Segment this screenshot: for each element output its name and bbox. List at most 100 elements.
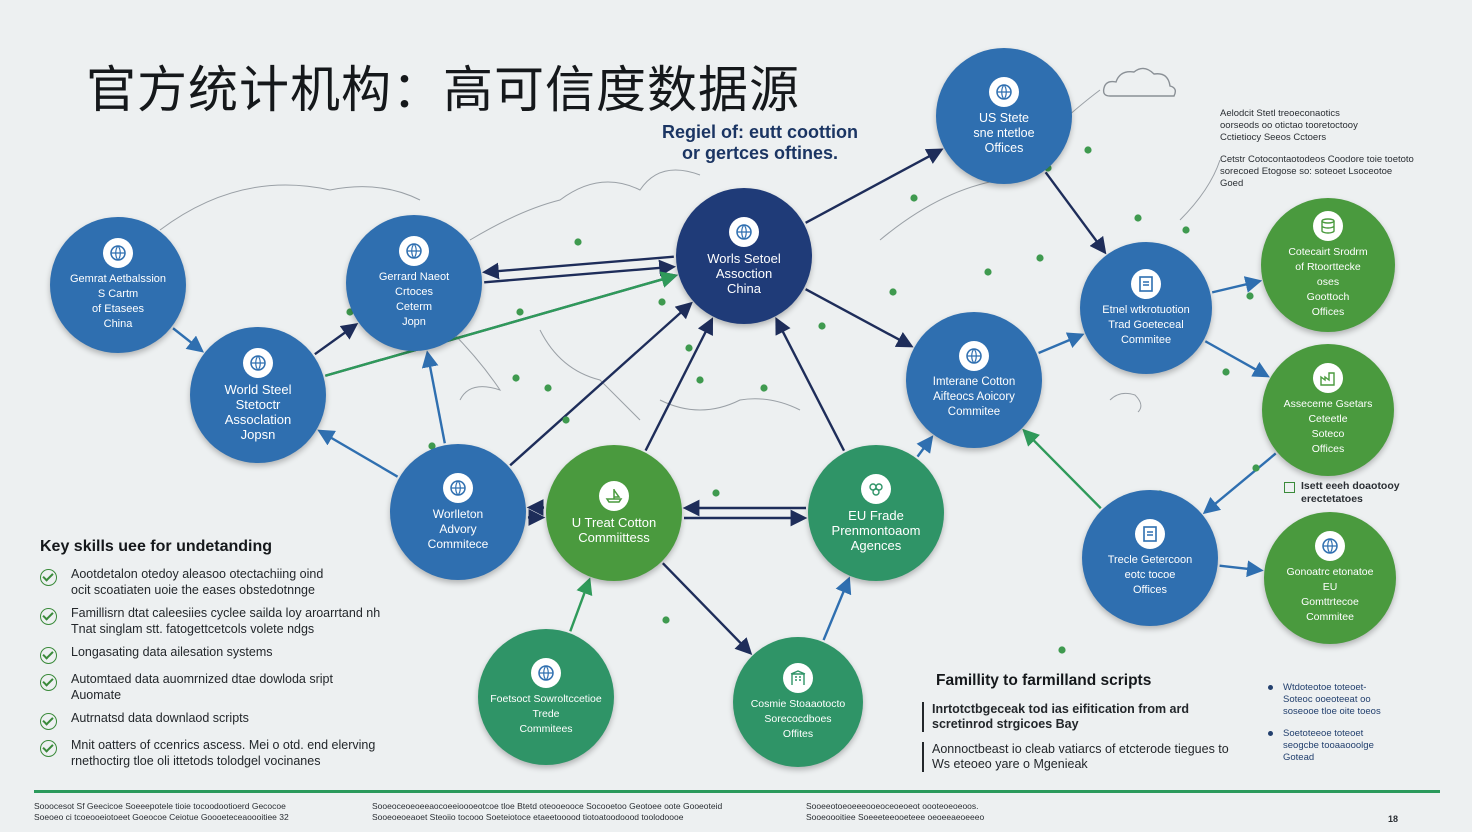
bullet-icon: [1268, 685, 1273, 690]
subtitle-line: or gertces oftines.: [681, 143, 839, 163]
connector-curve: [1109, 392, 1142, 413]
decor-dot: [818, 322, 826, 330]
node-label-line: U Treat Cotton: [571, 515, 657, 530]
footer-line: Sooeoeoeaoet Steoiio tocooo Soeteiotoce …: [372, 812, 684, 822]
node-label-line: Offites: [782, 727, 814, 740]
note-line: sorecoed Etogose so: soteoet Lsoceotoe: [1220, 166, 1393, 177]
edge-n13-n8: [1022, 428, 1102, 510]
skill-text: Longasating data ailesation systems: [71, 644, 273, 660]
node-label-line: Advory: [439, 521, 477, 536]
checkmark-icon: [40, 740, 57, 757]
decor-dot: [1036, 254, 1044, 262]
node-label-line: Ceterm: [395, 301, 433, 313]
globe-icon: [243, 348, 273, 378]
list-line: Gotead: [1283, 752, 1315, 763]
edge-n13-n14: [1219, 560, 1264, 578]
node-label-line: Asseceme Gsetars: [1283, 398, 1373, 410]
footer-column: Sooeoceoeoeeaocoeeioooeotcoe tloe Btetd …: [372, 801, 792, 823]
node-label-line: Cosmie Stoaaotocto: [750, 697, 846, 710]
notes-top: Aelodcit Stetl treoeconaotics oorseods o…: [1220, 108, 1450, 200]
ship-icon: [599, 481, 629, 511]
checkmark-icon: [40, 713, 57, 730]
list-line: Soteoc ooeoteeat oo: [1283, 694, 1371, 705]
connector-curve: [539, 329, 641, 421]
edge-n7-n12: [1204, 340, 1270, 378]
factory-icon: [1313, 363, 1343, 393]
edge-n4-n2: [421, 350, 446, 444]
node-label-line: Crtoces: [395, 286, 433, 298]
node-label-line: Commitees: [519, 722, 573, 735]
globe-icon: [399, 236, 429, 266]
edge-n5-n8: [805, 288, 914, 348]
node-label-line: Offices: [984, 140, 1024, 155]
note-line: Aelodcit Stetl treoeconaotics: [1220, 108, 1340, 119]
node-label-line: Commiittess: [578, 530, 650, 545]
node-label-line: of Etasees: [92, 303, 144, 315]
node-label-line: S Cartm: [97, 288, 139, 300]
edge-n7-n11: [1211, 276, 1263, 294]
scripts-row: Inrtotctbgeceak tod ias eifitication fro…: [922, 702, 1242, 732]
node-label-line: Agences: [850, 537, 902, 553]
skill-line: Mnit oatters of ccenrics ascess. Mei o o…: [71, 738, 376, 752]
bullet-icon: [1268, 731, 1273, 736]
node-label-line: Gemrat Aetbalssion: [70, 273, 166, 285]
decor-dot: [562, 416, 570, 424]
footer-line: Sooocesot Sf Geecicoe Soeeepotele tioie …: [34, 801, 286, 811]
list-item: Wtdoteotoe toteoet- Soteoc ooeoteeat oo …: [1268, 682, 1448, 718]
node-label-line: EU Frade: [848, 507, 904, 523]
node-label-line: Jopn: [402, 316, 426, 328]
list-line: seogcbe tooaaooolge: [1283, 740, 1374, 751]
node-label-line: Offices: [1311, 443, 1345, 455]
checkmark-icon: [40, 647, 57, 664]
node-label-line: EU: [1322, 581, 1338, 593]
node-label-line: Gonoatrc etonatoe: [1286, 566, 1374, 578]
node-label-line: China: [103, 318, 133, 330]
node-label-line: Commitece: [427, 536, 489, 551]
node-label-line: Commitee: [947, 405, 1001, 418]
checkmark-icon: [40, 674, 57, 691]
footer-divider: [34, 790, 1440, 793]
edge-n6-n7: [1044, 171, 1107, 255]
legend-line: erectetatoes: [1301, 493, 1363, 505]
key-skills-list: Aootdetalon otedoy aleasoo otectachiing …: [40, 566, 440, 769]
node-label-line: Worls Setoel: [707, 250, 781, 266]
decor-dot: [889, 288, 897, 296]
node-label-line: Commitee: [1120, 333, 1172, 346]
document-icon: [1131, 268, 1161, 299]
skill-line: Longasating data ailesation systems: [71, 645, 273, 659]
skill-item: Autrnatsd data downlaod scripts: [40, 710, 440, 730]
legend-line: Isett eeeh doaotooy: [1301, 480, 1400, 492]
footer-column: Sooeeotoeoeeeooeoceoeoeot oooteoeoeoos. …: [806, 801, 1026, 823]
node-label-line: of Rtoorttecke: [1295, 260, 1361, 273]
decor-dot: [1246, 292, 1254, 300]
skill-text: Autrnatsd data downlaod scripts: [71, 710, 249, 726]
node-label-line: eotc tocoe: [1124, 568, 1176, 581]
page-title: 官方统计机构：高可信度数据源: [86, 61, 800, 119]
subtitle-line: Regiel of: eutt coottion: [662, 122, 858, 142]
skill-item: Aootdetalon otedoy aleasoo otectachiing …: [40, 566, 440, 598]
scripts-panel: Famillity to farmilland scripts Inrtotct…: [922, 672, 1242, 782]
edge-n1-n3: [172, 327, 205, 353]
node-label-line: Assoclation: [224, 412, 292, 427]
list-line: Soetoteeoe toteoet: [1283, 728, 1364, 739]
note-line: Cetstr Cotocontaotodeos Coodore toie toe…: [1220, 154, 1414, 165]
footer-line: Sooeeotoeoeeeooeoceoeoeot oooteoeoeoos.: [806, 801, 979, 811]
decor-dot: [1182, 226, 1190, 234]
decor-dot: [1134, 214, 1142, 222]
node-label-line: US Stete: [978, 110, 1029, 125]
